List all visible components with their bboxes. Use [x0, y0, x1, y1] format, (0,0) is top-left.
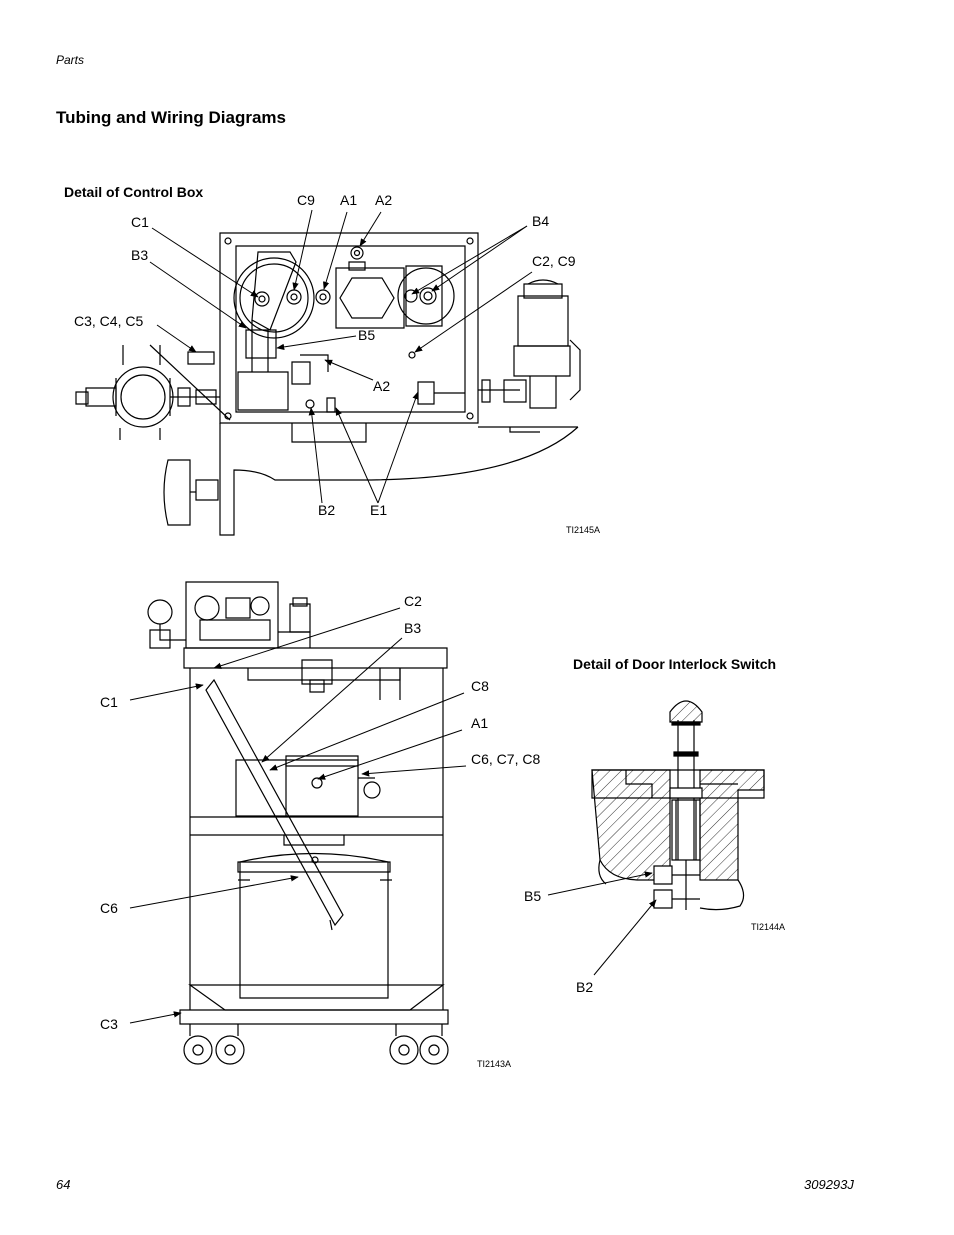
callout-e1: E1 [370, 502, 388, 518]
figure-id-control-box: TI2145A [566, 525, 601, 535]
callout-b4: B4 [532, 213, 550, 229]
figure-id-door-switch: TI2144A [751, 922, 786, 932]
callout-c3-c4-c5: C3, C4, C5 [74, 313, 144, 329]
callout-cart-a1: A1 [471, 715, 489, 731]
callout-door-b2: B2 [576, 979, 594, 995]
callout-b2: B2 [318, 502, 336, 518]
callout-cart-c2: C2 [404, 593, 422, 609]
control-box-leaders [150, 210, 532, 503]
callout-cart-c6: C6 [100, 900, 118, 916]
control-box-drawing [76, 233, 580, 535]
section-label: Parts [56, 53, 85, 67]
cart-leaders [130, 608, 466, 1023]
callout-b3: B3 [131, 247, 149, 263]
cart-drawing [148, 582, 448, 1064]
callout-a2-top: A2 [375, 192, 393, 208]
callout-a1: A1 [340, 192, 358, 208]
callout-b5: B5 [358, 327, 376, 343]
door-switch-heading: Detail of Door Interlock Switch [573, 656, 777, 672]
page-title: Tubing and Wiring Diagrams [56, 108, 286, 127]
document-number: 309293J [804, 1177, 854, 1192]
callout-cart-c6-c7-c8: C6, C7, C8 [471, 751, 541, 767]
callout-c1: C1 [131, 214, 149, 230]
door-switch-leaders [548, 871, 657, 975]
callout-c2-c9: C2, C9 [532, 253, 576, 269]
page-number: 64 [56, 1177, 71, 1192]
callout-door-b5: B5 [524, 888, 542, 904]
callout-a2: A2 [373, 378, 391, 394]
figure-id-cart: TI2143A [477, 1059, 512, 1069]
callout-c9: C9 [297, 192, 315, 208]
control-box-heading: Detail of Control Box [64, 184, 204, 200]
callout-cart-c1: C1 [100, 694, 118, 710]
callout-cart-b3: B3 [404, 620, 422, 636]
callout-cart-c8: C8 [471, 678, 489, 694]
callout-cart-c3: C3 [100, 1016, 118, 1032]
door-switch-drawing [592, 701, 764, 910]
